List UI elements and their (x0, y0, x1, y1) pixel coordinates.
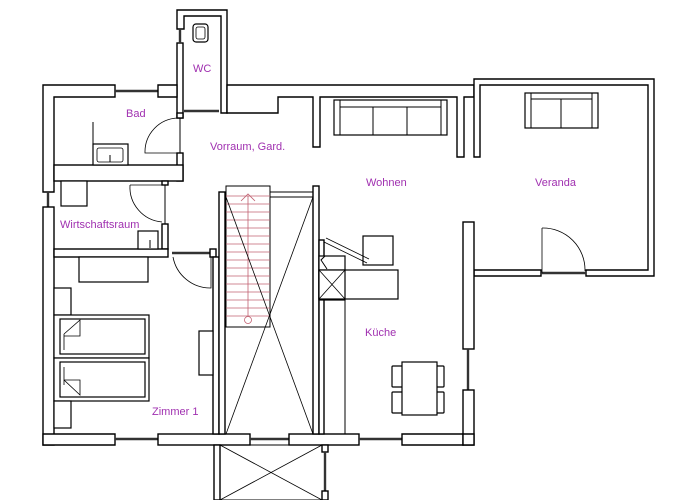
room-label-bad: Bad (126, 108, 146, 120)
nightstand-bottom (53, 400, 72, 429)
toilet-icon (192, 23, 209, 43)
three-seat-sofa-icon (333, 99, 448, 136)
wc-walls (176, 9, 228, 119)
doors (129, 117, 586, 289)
bad-sink-icon (92, 122, 129, 166)
balcony (213, 444, 329, 500)
room-label-vorraum: Vorraum, Gard. (210, 141, 285, 153)
bed-bottom (59, 361, 146, 398)
kitchen-furniture (318, 235, 399, 434)
washing-machine-icon (60, 180, 88, 207)
outer-walls (42, 78, 655, 446)
utility-sink-icon (137, 230, 159, 250)
room-label-zimmer1: Zimmer 1 (152, 406, 198, 418)
room-label-wohnen: Wohnen (366, 177, 407, 189)
dining-table-icon (391, 361, 445, 416)
room-label-veranda: Veranda (535, 177, 577, 189)
room-label-kueche: Küche (365, 327, 396, 339)
two-seat-sofa-icon (524, 92, 599, 129)
room-labels: WC Bad Vorraum, Gard. Wohnen Veranda Wir… (60, 63, 577, 418)
fridge (362, 235, 394, 266)
open-cabinet-door (323, 237, 370, 264)
bed-top (59, 318, 146, 355)
interior-walls (53, 112, 325, 435)
stair-direction-arrow-icon (240, 193, 256, 324)
room-label-wc: WC (193, 63, 211, 75)
nightstand-top (53, 287, 72, 316)
staircase (225, 185, 314, 435)
desk (198, 330, 214, 376)
room-label-wirtschaftsraum: Wirtschaftsraum (60, 219, 139, 231)
zimmer1-furniture (53, 256, 214, 429)
dresser (78, 256, 149, 283)
